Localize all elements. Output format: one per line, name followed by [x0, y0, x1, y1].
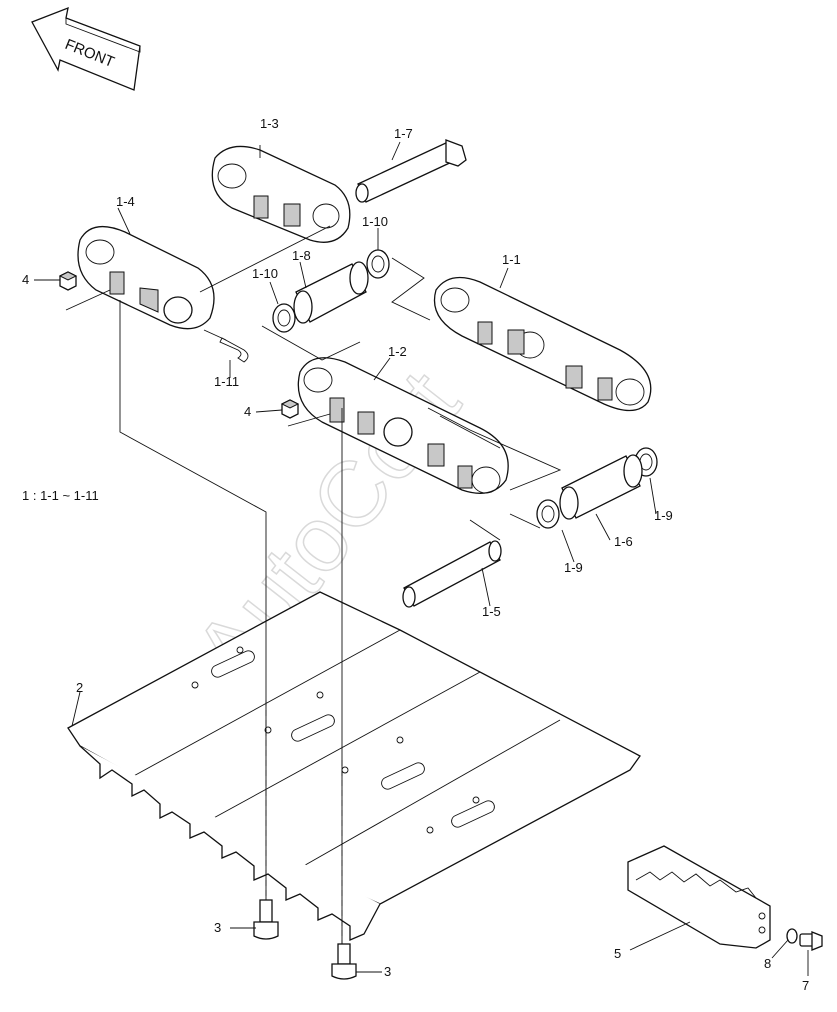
label-1-9-left: 1-9 [564, 560, 583, 575]
label-1-4: 1-4 [116, 194, 135, 209]
label-1-10-upper: 1-10 [362, 214, 388, 229]
track-pin-1-5 [402, 540, 502, 608]
label-8: 8 [764, 956, 771, 971]
front-arrow: FRONT [31, 6, 141, 91]
label-1-5: 1-5 [482, 604, 501, 619]
label-4-right: 4 [244, 404, 251, 419]
track-link-1-2 [297, 357, 509, 494]
label-1-10-lower: 1-10 [252, 266, 278, 281]
nut-4-right [280, 399, 300, 419]
leader-lines [34, 141, 809, 976]
label-1-6: 1-6 [614, 534, 633, 549]
part-labels: 1-3 1-7 1-4 1-10 1-8 1-10 1-1 4 1-2 1-11… [22, 116, 809, 993]
nut-4-left [58, 271, 78, 291]
bolt-3-right [331, 943, 357, 980]
seal-1-9-left [536, 499, 560, 529]
track-link-1-3 [211, 145, 351, 243]
label-1-9-right: 1-9 [654, 508, 673, 523]
bolt-7 [799, 931, 823, 951]
master-pin-1-7 [355, 139, 467, 203]
track-link-1-4 [77, 225, 215, 330]
washer-8 [786, 928, 798, 944]
track-shoe-2 [67, 591, 641, 941]
seal-1-10-upper [366, 249, 390, 279]
bolt-3-left [253, 899, 279, 940]
assembly-note: 1 : 1-1 ~ 1-11 [22, 488, 99, 503]
label-3-left: 3 [214, 920, 221, 935]
bushing-1-6 [559, 454, 643, 520]
label-1-1: 1-1 [502, 252, 521, 267]
label-2: 2 [76, 680, 83, 695]
label-1-3: 1-3 [260, 116, 279, 131]
track-guard-5 [627, 845, 771, 949]
label-4-left: 4 [22, 272, 29, 287]
track-link-1-1 [433, 276, 652, 412]
bushing-1-8 [293, 261, 369, 324]
label-5: 5 [614, 946, 621, 961]
lock-clip-1-11 [219, 337, 249, 363]
label-1-8: 1-8 [292, 248, 311, 263]
label-1-7: 1-7 [394, 126, 413, 141]
seal-1-10-lower [272, 303, 296, 333]
label-1-2: 1-2 [388, 344, 407, 359]
label-7: 7 [802, 978, 809, 993]
label-1-11: 1-11 [214, 374, 239, 389]
label-3-right: 3 [384, 964, 391, 979]
